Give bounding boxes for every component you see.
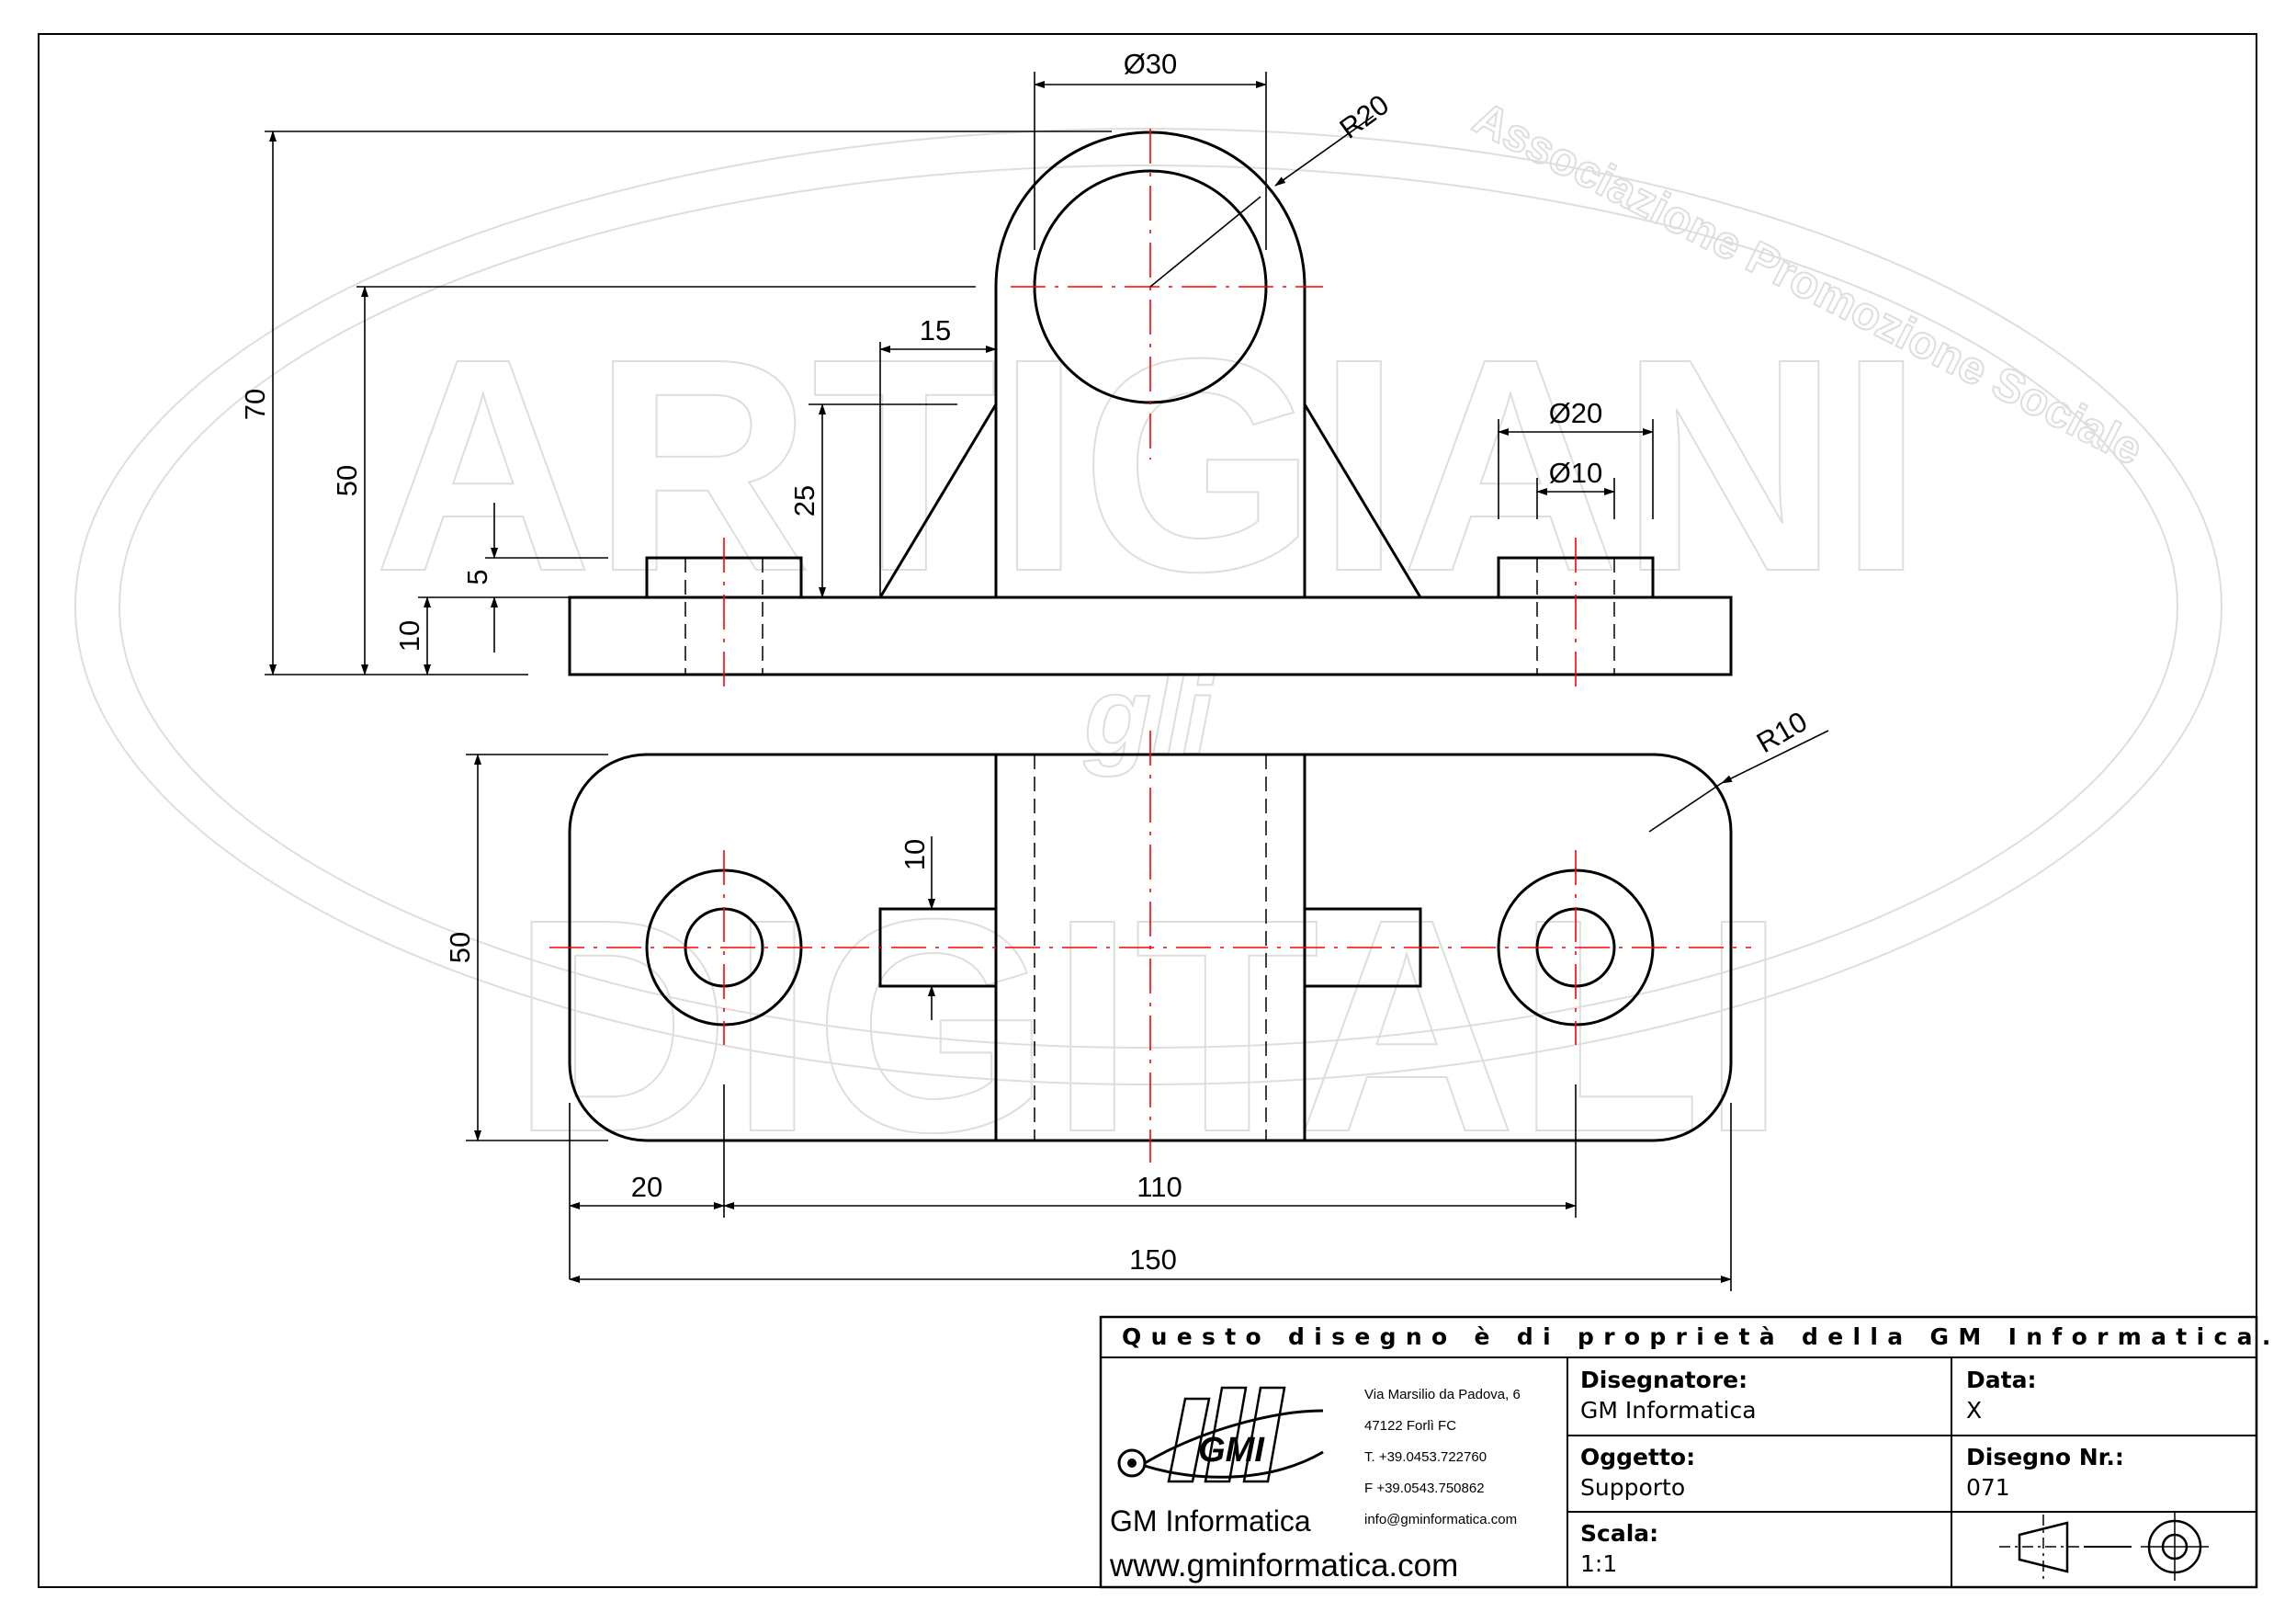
first-angle-projection-icon [1999, 1513, 2209, 1581]
watermark-outer-ellipse [74, 128, 2222, 1085]
logo-text: GMI [1198, 1431, 1265, 1470]
watermark-line1: ARTIGIANI [374, 295, 1924, 634]
front-rib-left [878, 403, 998, 598]
dim-70: 70 [239, 389, 271, 420]
watermark-inner-ellipse [119, 165, 2178, 1049]
dim-dia10: Ø10 [1549, 457, 1603, 489]
front-dimensions: Ø30 R20 70 50 15 25 5 10 Ø20 [239, 48, 1654, 675]
scale-value: 1:1 [1580, 1550, 1617, 1577]
front-base [568, 596, 1733, 676]
drawing-no-label: Disegno Nr.: [1966, 1444, 2124, 1470]
dim-150: 150 [1129, 1243, 1177, 1276]
dim-dia20: Ø20 [1549, 397, 1603, 429]
object-value: Supporto [1580, 1474, 1685, 1501]
dim-25: 25 [788, 485, 820, 516]
date-value: X [1966, 1397, 1982, 1424]
dim-dia30: Ø30 [1124, 48, 1178, 80]
top-view [549, 731, 1751, 1163]
company-city: 47122 Forlì FC [1364, 1418, 1456, 1434]
company-website: www.gminformatica.com [1109, 1548, 1458, 1583]
dim-50-top: 50 [444, 932, 476, 963]
watermark-line2: gli [1083, 654, 1216, 777]
company-logo: GMI [1117, 1386, 1324, 1483]
company-name: GM Informatica [1110, 1504, 1311, 1538]
company-address: Via Marsilio da Padova, 6 [1364, 1387, 1521, 1402]
dim-leader-r20 [1274, 115, 1374, 187]
drawing-no-value: 071 [1966, 1474, 2010, 1501]
dim-20: 20 [631, 1171, 662, 1203]
dim-50-front: 50 [331, 465, 363, 496]
front-rib-right [1303, 403, 1422, 598]
company-fax: F +39.0543.750862 [1364, 1481, 1485, 1496]
watermark-line3: DIGITALI [511, 856, 1785, 1195]
dim-leader-r10 [1721, 730, 1829, 784]
object-label: Oggetto: [1580, 1444, 1695, 1470]
designer-label: Disegnatore: [1580, 1367, 1747, 1393]
scale-label: Scala: [1580, 1520, 1658, 1547]
dim-5: 5 [461, 569, 493, 585]
dim-110: 110 [1137, 1171, 1182, 1203]
dim-10-top: 10 [899, 839, 931, 870]
front-view [568, 129, 1733, 696]
dim-15: 15 [920, 314, 951, 346]
title-block-frame [1099, 1315, 2258, 1589]
company-phone: T. +39.0453.722760 [1364, 1449, 1487, 1465]
title-block: Questo disegno è di proprietà della GM I… [1099, 1315, 2296, 1589]
date-label: Data: [1966, 1367, 2036, 1393]
designer-value: GM Informatica [1580, 1397, 1757, 1424]
dim-r10: R10 [1751, 705, 1813, 759]
dim-10-front: 10 [393, 620, 425, 652]
company-email: info@gminformatica.com [1364, 1512, 1517, 1527]
